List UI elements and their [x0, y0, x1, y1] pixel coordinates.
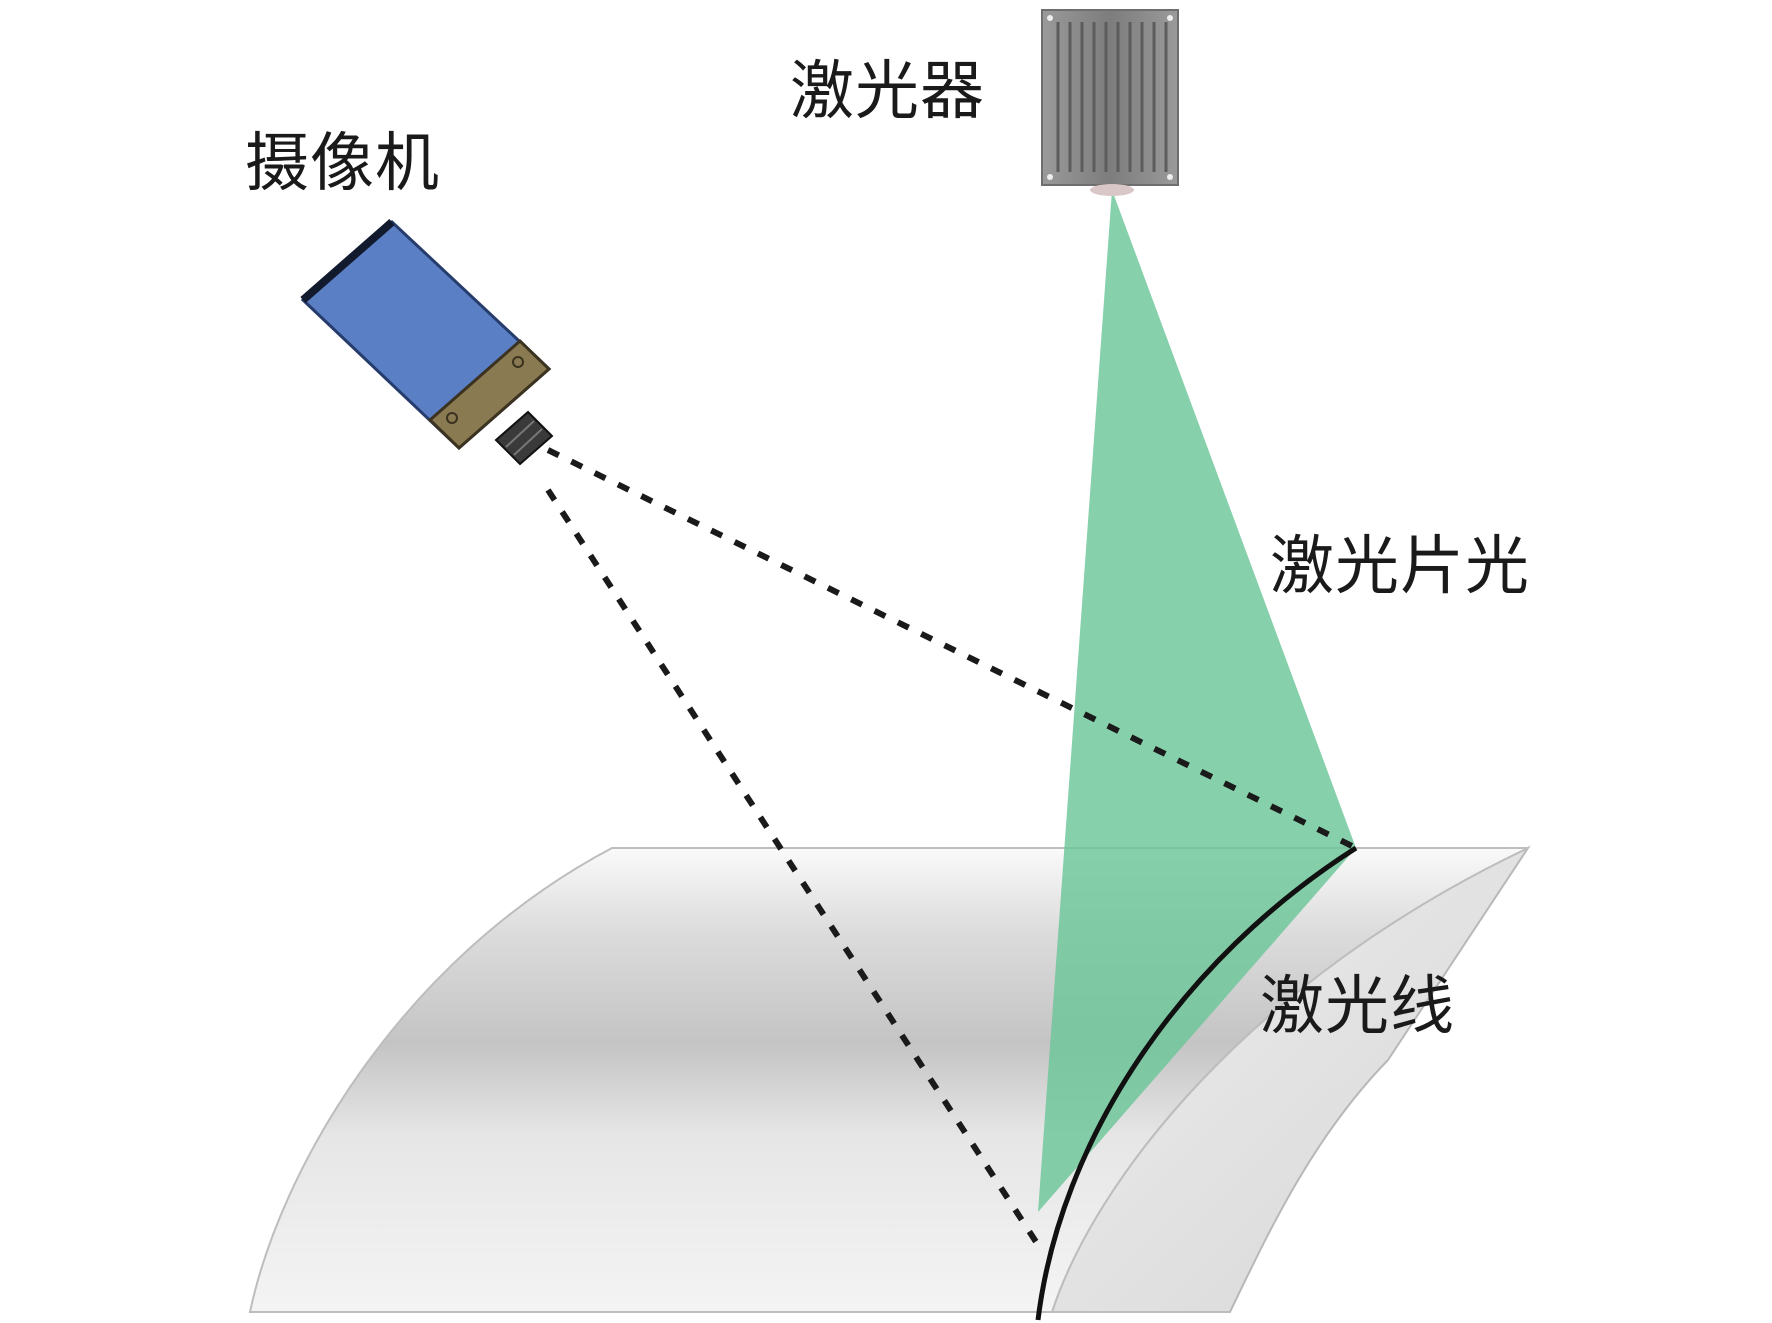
- laser-line-label: 激光线: [1260, 970, 1455, 1044]
- laser-aperture: [1090, 184, 1134, 196]
- laser-sheet: [1038, 190, 1356, 1212]
- laser-label: 激光器: [790, 55, 985, 129]
- laser-line: [1035, 845, 1358, 1321]
- curved-surface: [248, 845, 1531, 1313]
- camera-view-lines: [545, 447, 1354, 1250]
- laser-fins: [1056, 22, 1168, 172]
- view-line-to-near: [545, 488, 1043, 1250]
- camera: [300, 218, 554, 466]
- camera-lens: [494, 410, 554, 466]
- camera-body: [300, 219, 552, 451]
- laser-sheet-label: 激光片光: [1270, 530, 1530, 604]
- view-line-to-far: [546, 447, 1354, 849]
- laser-body: [1041, 9, 1179, 186]
- laser-projector: [1041, 9, 1179, 196]
- camera-label: 摄像机: [245, 127, 440, 201]
